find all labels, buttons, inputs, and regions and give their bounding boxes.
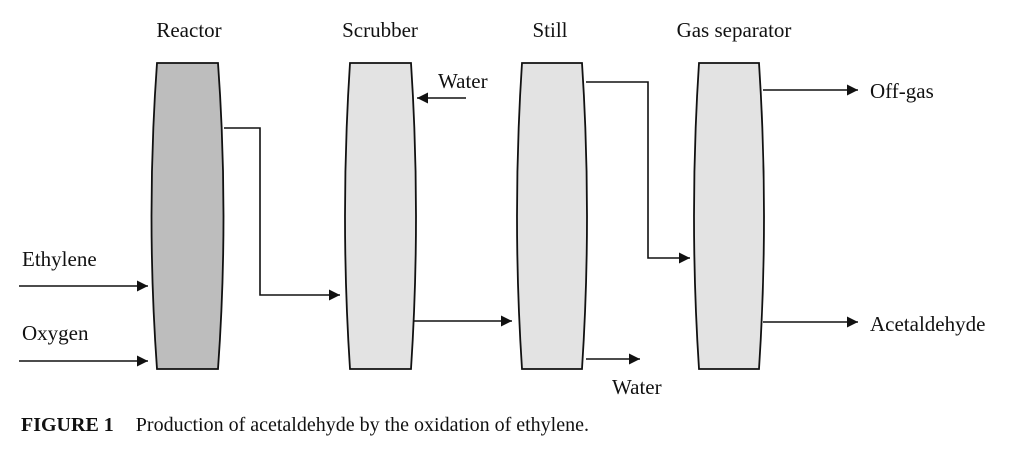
scrubber-vessel xyxy=(344,62,417,370)
gas-separator-label: Gas separator xyxy=(677,18,792,42)
acetaldehyde-label: Acetaldehyde xyxy=(870,312,985,336)
ethylene-label: Ethylene xyxy=(22,247,97,271)
scrubber-label: Scrubber xyxy=(342,18,418,42)
water-in-label: Water xyxy=(438,69,488,93)
reactor-vessel xyxy=(150,62,225,370)
still-to-separator-line xyxy=(586,81,690,264)
figure-caption: FIGURE 1 Production of acetaldehyde by th… xyxy=(21,414,589,437)
figure-caption-text: Production of acetaldehyde by the oxidat… xyxy=(135,414,589,436)
still-vessel xyxy=(516,62,588,370)
oxygen-label: Oxygen xyxy=(22,321,89,345)
still-label: Still xyxy=(532,18,567,42)
water-out-label: Water xyxy=(612,375,662,399)
reactor-to-scrubber-line xyxy=(224,127,340,301)
off-gas-label: Off-gas xyxy=(870,79,934,103)
gas-separator-vessel xyxy=(693,62,765,370)
reactor-label: Reactor xyxy=(156,18,221,42)
figure-number: FIGURE 1 xyxy=(21,414,114,436)
